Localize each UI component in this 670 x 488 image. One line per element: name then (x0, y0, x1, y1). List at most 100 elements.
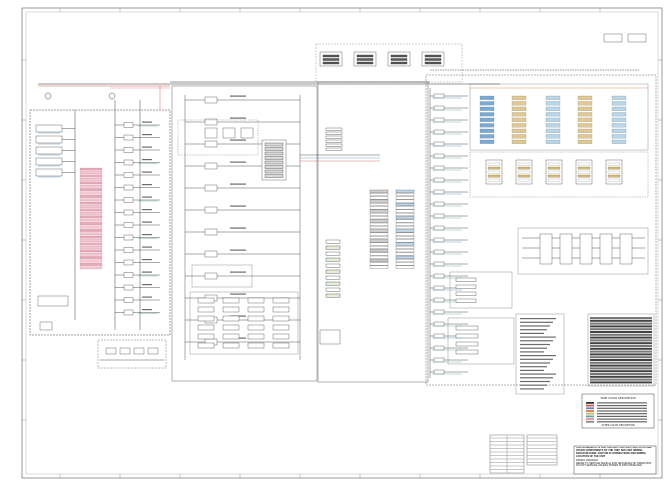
left-device (35, 146, 63, 155)
inner-grid-cell (222, 306, 240, 313)
mid-panel-terminal (607, 170, 621, 174)
legend-swatch (586, 404, 594, 407)
colored-terminal (577, 128, 593, 133)
controller-terminal (264, 160, 284, 165)
inner-component (240, 127, 254, 139)
terminal-block (79, 201, 103, 205)
terminal-block (79, 208, 103, 212)
legend-swatch (586, 412, 594, 415)
title-block-note-1: REFER TO SERVICE MANUAL FOR SEQUENCE OF … (576, 461, 652, 465)
bottom-table-rows (490, 435, 557, 473)
colored-terminal (511, 101, 527, 106)
colored-terminal (511, 123, 527, 128)
lower-left-box-contents (100, 347, 164, 361)
controller-terminal (264, 156, 284, 160)
rung-label (230, 271, 246, 273)
inner-grid-cell (222, 315, 240, 322)
notes-lines (520, 318, 556, 390)
relay-coil (123, 197, 134, 203)
rung-label (142, 171, 152, 173)
rung-label (230, 249, 246, 251)
sheet-inner-border (25, 11, 659, 475)
relay-coil (433, 321, 445, 327)
colored-terminal (611, 139, 627, 144)
colored-terminal (479, 128, 495, 133)
top-component-terminal (356, 58, 374, 61)
legend-swatch (586, 420, 594, 423)
terminal-block (369, 189, 389, 193)
note-line (520, 358, 553, 360)
terminal-block (369, 252, 389, 256)
center-terminal (325, 131, 343, 135)
relay-coil (433, 333, 445, 339)
parts-row (590, 336, 652, 339)
terminal-block (395, 259, 415, 263)
parts-row (590, 375, 652, 378)
inner-grid-cell (272, 297, 290, 304)
rung-label (142, 121, 152, 123)
terminal-block (395, 255, 415, 259)
colored-terminal (611, 106, 627, 111)
parts-row (590, 322, 652, 325)
lower-device (455, 341, 479, 347)
colored-terminal (479, 139, 495, 144)
rung-label (230, 205, 246, 207)
note-line (520, 366, 547, 368)
relay-coil (433, 225, 445, 231)
note-line (520, 388, 544, 390)
terminal-block (369, 255, 389, 259)
terminal-block (395, 212, 415, 216)
parts-row (590, 378, 652, 381)
colored-terminal (577, 123, 593, 128)
relay-coil (433, 213, 445, 219)
right-mid-panel (469, 151, 649, 198)
terminal-block (79, 246, 103, 249)
mid-panel-terminal (487, 174, 501, 178)
terminal-block (79, 181, 103, 185)
mid-panel-terminal (517, 162, 531, 166)
small-component (147, 347, 159, 355)
note-line (520, 377, 553, 379)
inner-box-2 (191, 264, 253, 288)
parts-row (590, 359, 652, 361)
relay-contact (204, 162, 218, 170)
parts-row (590, 347, 652, 350)
left-ladder-rungs (35, 121, 160, 316)
relay-coil (433, 261, 445, 267)
rung-label (230, 227, 246, 229)
colored-terminal (511, 117, 527, 122)
rung-label (142, 284, 152, 286)
terminal-block (369, 232, 389, 236)
lower-device (455, 333, 479, 339)
relay-coil (433, 345, 445, 351)
relay-coil (123, 234, 134, 241)
parts-row (590, 328, 652, 331)
relay-coil (123, 172, 134, 178)
rung-label (230, 117, 246, 119)
parts-row (590, 381, 652, 384)
parts-row (590, 364, 652, 367)
colored-terminal (577, 134, 593, 139)
relay-coil (433, 297, 445, 303)
rung-label (142, 221, 152, 223)
terminal-block (395, 249, 415, 253)
mid-panel-terminal (577, 178, 591, 182)
legend-entry (597, 410, 647, 412)
relay-coil (433, 249, 445, 255)
terminal-block (369, 196, 389, 200)
note-line (520, 325, 550, 327)
terminal-block (79, 195, 103, 198)
rung-label (142, 246, 152, 248)
parts-row (590, 345, 652, 347)
mid-panel-terminal (517, 178, 531, 182)
legend-swatch (586, 410, 594, 412)
colored-terminal (479, 117, 495, 122)
legend-title: WIRE COLOR DESCRIPTION (600, 396, 635, 400)
left-device (35, 135, 63, 144)
relay-coil (123, 272, 134, 278)
colored-terminal (611, 101, 627, 106)
note-line (520, 332, 544, 334)
controller-terminal (264, 151, 284, 156)
note-line (520, 343, 550, 346)
colored-terminal (611, 134, 627, 139)
